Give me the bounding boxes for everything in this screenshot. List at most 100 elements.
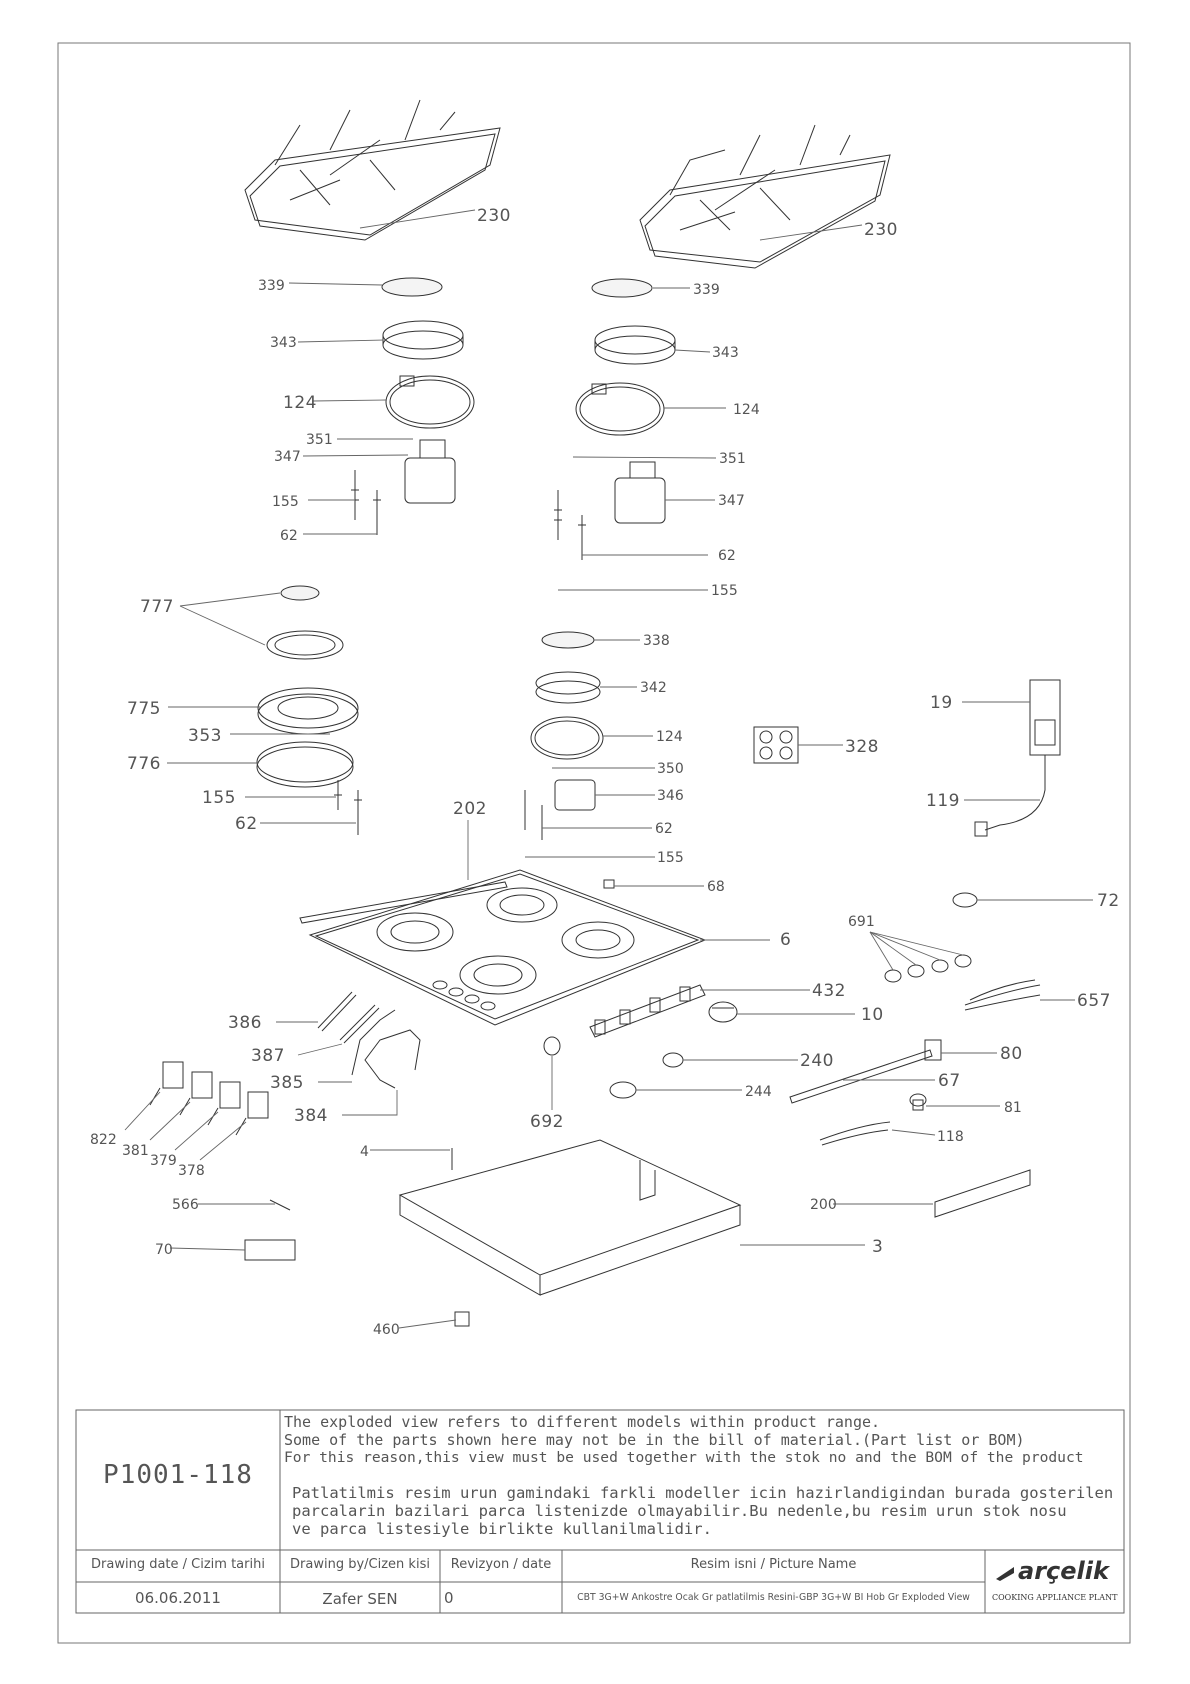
label-230: 230	[477, 206, 511, 226]
hob-symbol-328	[753, 726, 799, 764]
wires-657	[964, 979, 1041, 1011]
value-picture-name: CBT 3G+W Ankostre Ocak Gr patlatilmis Re…	[577, 1592, 970, 1603]
nut-244	[609, 1081, 637, 1099]
electrode-155-wok	[334, 780, 342, 810]
header-picture-name: Resim isni / Picture Name	[690, 1557, 857, 1572]
label-124: 124	[283, 393, 317, 413]
burner-body-347-left	[404, 439, 456, 504]
note-english-3: For this reason,this view must be used t…	[284, 1449, 1084, 1466]
base-tray-3	[398, 1139, 742, 1296]
value-drawing-date: 06.06.2011	[135, 1589, 221, 1607]
burner-crown-343-left	[382, 320, 464, 360]
wok-cap-777-small	[280, 585, 320, 601]
label-155: 155	[711, 583, 738, 599]
drawing-number: P1001-118	[103, 1460, 253, 1490]
brand-name: arçelik	[1018, 1557, 1109, 1585]
label-378: 378	[178, 1163, 205, 1179]
burner-body-347-right	[614, 461, 666, 524]
note-english-1: The exploded view refers to different mo…	[284, 1413, 881, 1431]
label-657: 657	[1077, 991, 1111, 1011]
clip-ring-124-right	[575, 382, 665, 436]
burner-cap-339-right	[591, 278, 653, 298]
gas-rail-67	[789, 1039, 942, 1104]
label-328: 328	[845, 737, 879, 757]
note-turkish-1: Patlatilmis resim urun gamindaki farkli …	[292, 1484, 1114, 1502]
header-revision: Revizyon / date	[450, 1557, 552, 1572]
small-body-346	[554, 779, 596, 811]
label-384: 384	[294, 1106, 328, 1126]
grommet-692	[543, 1036, 561, 1056]
label-68: 68	[707, 879, 725, 895]
label-339: 339	[693, 282, 720, 298]
gas-valve-381	[179, 1071, 213, 1116]
wok-crown-775	[257, 687, 359, 735]
label-155: 155	[657, 850, 684, 866]
label-62: 62	[235, 814, 258, 834]
title-block-frame	[75, 1409, 1125, 1614]
label-775: 775	[127, 699, 161, 719]
label-351: 351	[719, 451, 746, 467]
clip-ring-124-left	[385, 375, 475, 429]
label-347: 347	[274, 449, 301, 465]
ring-72	[952, 892, 978, 908]
wok-cap-777-large-inner	[274, 634, 336, 656]
clip-68	[603, 879, 615, 889]
label-155: 155	[272, 494, 299, 510]
label-200: 200	[810, 1197, 837, 1213]
label-566: 566	[172, 1197, 199, 1213]
value-drawing-by: Zafer SEN	[322, 1590, 398, 1608]
electrode-155-left	[351, 470, 359, 520]
sheet-border	[57, 42, 1131, 1644]
clip-ring-124-small	[530, 716, 604, 760]
label-81: 81	[1004, 1100, 1022, 1116]
label-353: 353	[188, 726, 222, 746]
label-230: 230	[864, 220, 898, 240]
label-339: 339	[258, 278, 285, 294]
note-english-2: Some of the parts shown here may not be …	[284, 1431, 1025, 1449]
pan-support-right	[639, 124, 891, 269]
label-386: 386	[228, 1013, 262, 1033]
label-202: 202	[453, 799, 487, 819]
label-350: 350	[657, 761, 684, 777]
brand-mark-icon	[996, 1567, 1014, 1581]
gas-valve-378	[235, 1091, 269, 1136]
label-19: 19	[930, 693, 953, 713]
thermocouple-62-right	[578, 515, 586, 560]
label-460: 460	[373, 1322, 400, 1338]
label-776: 776	[127, 754, 161, 774]
brand-logo: arçelik COOKING APPLIANCE PLANT	[988, 1555, 1122, 1611]
electrode-155-right	[554, 490, 562, 540]
gas-valve-379	[207, 1081, 241, 1126]
bracket-432	[589, 984, 706, 1038]
hob-top-6	[308, 869, 707, 1026]
label-691: 691	[848, 914, 875, 930]
thermocouple-62-left	[373, 490, 381, 535]
label-67: 67	[938, 1071, 961, 1091]
value-revision: 0	[444, 1589, 454, 1607]
label-387: 387	[251, 1046, 285, 1066]
thermocouple-62-wok	[354, 790, 362, 835]
nut-240	[662, 1052, 684, 1068]
wok-cap-777-large	[266, 630, 344, 660]
wok-body-776	[256, 741, 354, 788]
gas-pipe-386	[317, 991, 357, 1032]
label-118: 118	[937, 1129, 964, 1145]
header-drawing-date: Drawing date / Cizim tarihi	[91, 1557, 265, 1572]
gas-valve-822	[149, 1061, 184, 1106]
knob-10	[708, 1001, 738, 1023]
label-62: 62	[280, 528, 298, 544]
label-70: 70	[155, 1242, 173, 1258]
header-drawing-by: Drawing by/Cizen kisi	[290, 1557, 430, 1572]
small-crown-342	[535, 671, 601, 704]
gas-pipe-387	[339, 1004, 380, 1044]
label-381: 381	[122, 1143, 149, 1159]
label-62: 62	[655, 821, 673, 837]
note-turkish-2: parcalarin bazilari parca listenizde olm…	[292, 1502, 1067, 1520]
ignition-unit-19	[974, 679, 1061, 837]
small-cap-338	[541, 631, 595, 649]
label-346: 346	[657, 788, 684, 804]
wires-118	[819, 1121, 891, 1146]
burner-cap-339-left	[381, 277, 443, 297]
block-70	[244, 1239, 296, 1261]
label-777: 777	[140, 597, 174, 617]
